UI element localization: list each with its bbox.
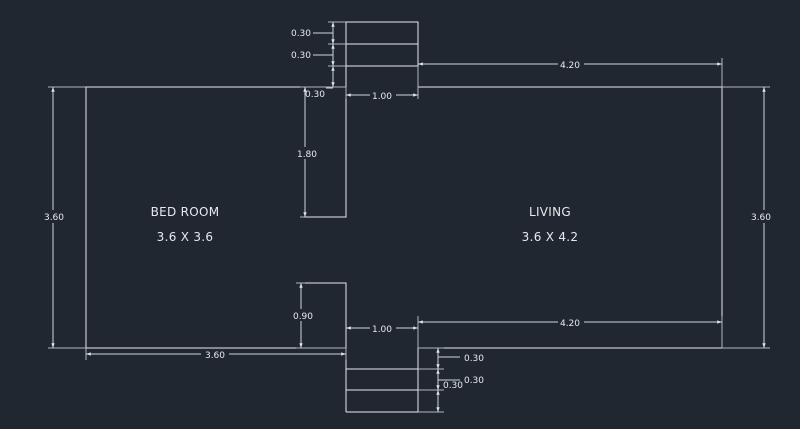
living-size: 3.6 X 4.2 (522, 230, 579, 244)
bedroom-size: 3.6 X 3.6 (157, 230, 214, 244)
top-step-1-label: 0.30 (291, 29, 311, 39)
bottom-steps (345, 348, 419, 413)
partition-top-label: 1.80 (297, 150, 317, 160)
living-height-label: 3.60 (751, 213, 771, 223)
living-name: LIVING (529, 205, 571, 219)
bed-width-label: 3.60 (205, 351, 225, 361)
top-step-3-label: 0.30 (305, 90, 325, 100)
partition-upper-wall (305, 87, 347, 218)
living-wall (418, 86, 723, 349)
walls (85, 21, 723, 413)
room-labels: BED ROOM 3.6 X 3.6 LIVING 3.6 X 4.2 (151, 205, 579, 244)
extension-lines (48, 21, 770, 413)
living-top-width-label: 4.20 (560, 61, 580, 71)
top-door-width-label: 1.00 (372, 92, 392, 102)
dimension-labels: 3.60 3.60 3.60 4.20 4.20 1.00 1.00 1.80 … (43, 29, 774, 391)
living-bottom-width-label: 4.20 (560, 319, 580, 329)
bottom-door-width-label: 1.00 (372, 325, 392, 335)
bed-height-label: 3.60 (44, 213, 64, 223)
bottom-step-2-label: 0.30 (464, 376, 484, 386)
partition-bottom-label: 0.90 (293, 312, 313, 322)
top-steps (345, 21, 419, 87)
bedroom-name: BED ROOM (151, 205, 220, 219)
bottom-step-1-label: 0.30 (464, 354, 484, 364)
top-step-2-label: 0.30 (291, 51, 311, 61)
bottom-step-2b-label: 0.30 (443, 381, 463, 391)
bedroom-wall (85, 86, 346, 349)
